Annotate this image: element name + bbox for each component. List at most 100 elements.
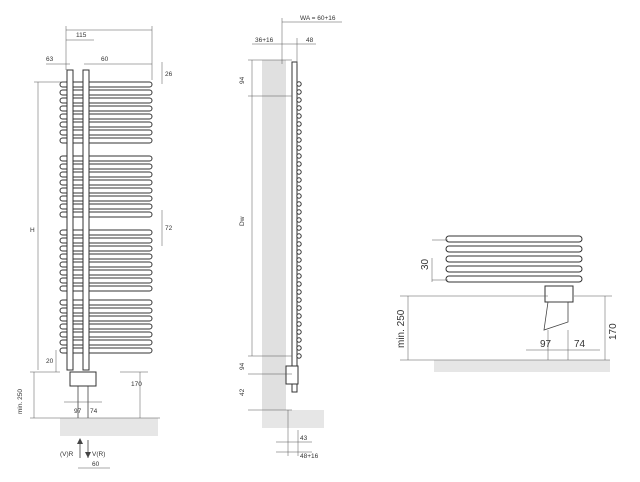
front-tube: [59, 261, 153, 268]
front-tube: [59, 129, 153, 136]
front-tube: [59, 315, 153, 322]
detail-tubes: [445, 235, 583, 283]
side-tube-end: [296, 177, 302, 183]
front-tube: [59, 121, 153, 128]
front-tube: [59, 339, 153, 346]
side-floor: [262, 410, 324, 428]
side-tube-end: [296, 249, 302, 255]
detail-dim-74: 74: [574, 339, 586, 350]
detail-tube: [445, 255, 583, 263]
front-tube: [59, 323, 153, 330]
front-dim-bottom-97: 97: [74, 408, 82, 415]
side-dim-top-left: 36+16: [255, 37, 274, 44]
side-tube-end: [296, 225, 302, 231]
side-tube-end: [296, 145, 302, 151]
front-tube: [59, 155, 153, 162]
front-dim-height: H: [30, 227, 35, 234]
front-dim-top-left: 63: [46, 56, 54, 63]
detail-dim-30: 30: [420, 258, 431, 270]
side-tube-end: [296, 121, 302, 127]
side-tube-end: [296, 321, 302, 327]
front-tube: [59, 277, 153, 284]
side-tube-end: [296, 193, 302, 199]
side-tube-end: [296, 337, 302, 343]
side-tube-end: [296, 201, 302, 207]
front-floor: [60, 418, 158, 436]
front-dim-bottom-right: 170: [131, 381, 142, 388]
side-tube-end: [296, 185, 302, 191]
front-tube: [59, 347, 153, 354]
front-tube: [59, 269, 153, 276]
side-tube-end: [296, 113, 302, 119]
detail-dim-170: 170: [608, 323, 619, 340]
side-tube-end: [296, 241, 302, 247]
front-tube: [59, 229, 153, 236]
front-flow-left: (V)R: [60, 451, 74, 458]
side-tube-end: [296, 209, 302, 215]
side-tube-end: [296, 353, 302, 359]
front-tube: [59, 171, 153, 178]
side-tube-ends: [296, 81, 302, 359]
front-flow-dist: 60: [92, 461, 100, 468]
side-dim-bottom-vert2: 42: [239, 388, 246, 396]
side-tube-end: [296, 129, 302, 135]
side-bar: [291, 61, 298, 393]
front-tube: [59, 203, 153, 210]
front-flow-right: V(R): [92, 451, 105, 458]
side-dim-height: Dw: [239, 216, 246, 226]
side-tube-end: [296, 97, 302, 103]
front-dim-bottom-74: 74: [90, 408, 98, 415]
front-tube: [59, 307, 153, 314]
side-tube-end: [296, 297, 302, 303]
side-tube-end: [296, 217, 302, 223]
front-dim-top-mid: 60: [101, 56, 109, 63]
detail-tube: [445, 235, 583, 243]
front-tube: [59, 211, 153, 218]
side-dim-top-vert: 94: [239, 76, 246, 84]
side-tube-end: [296, 233, 302, 239]
side-dim-bottom-43: 43: [300, 435, 308, 442]
side-tube-end: [296, 273, 302, 279]
side-tube-end: [296, 305, 302, 311]
detail-tube: [445, 265, 583, 273]
side-tube-end: [296, 329, 302, 335]
side-tube-end: [296, 169, 302, 175]
detail-tube: [445, 275, 583, 283]
side-dim-wa: WA = 60+16: [300, 15, 336, 22]
front-tube: [59, 285, 153, 292]
front-valve: [69, 371, 97, 387]
side-tube-end: [296, 153, 302, 159]
side-tube-end: [296, 313, 302, 319]
front-tube: [59, 245, 153, 252]
front-tube: [59, 237, 153, 244]
side-tube-end: [296, 257, 302, 263]
detail-tube: [445, 245, 583, 253]
side-tube-end: [296, 289, 302, 295]
side-tube-end: [296, 161, 302, 167]
front-tube: [59, 195, 153, 202]
front-collector-left: [66, 69, 74, 371]
front-tube: [59, 97, 153, 104]
front-tube: [59, 187, 153, 194]
front-tube: [59, 89, 153, 96]
front-tube: [59, 253, 153, 260]
front-tube: [59, 163, 153, 170]
front-collector-right: [82, 69, 90, 371]
side-dim-bottom-48: 48+16: [300, 453, 319, 460]
side-valve: [285, 365, 299, 385]
side-tube-end: [296, 281, 302, 287]
side-tube-end: [296, 89, 302, 95]
front-tube: [59, 113, 153, 120]
front-tube: [59, 299, 153, 306]
side-tube-end: [296, 137, 302, 143]
front-dim-mid-right: 72: [165, 225, 173, 232]
front-dim-bottom-left: 20: [46, 358, 54, 365]
front-view: 115 63 60 26 H 72 20 min. 250 170 97 74: [17, 26, 173, 469]
detail-dim-min250: min. 250: [396, 309, 407, 348]
front-tube: [59, 105, 153, 112]
front-dim-top-right: 26: [165, 71, 173, 78]
side-tube-end: [296, 265, 302, 271]
side-dim-top-right: 48: [306, 37, 314, 44]
side-tube-end: [296, 81, 302, 87]
